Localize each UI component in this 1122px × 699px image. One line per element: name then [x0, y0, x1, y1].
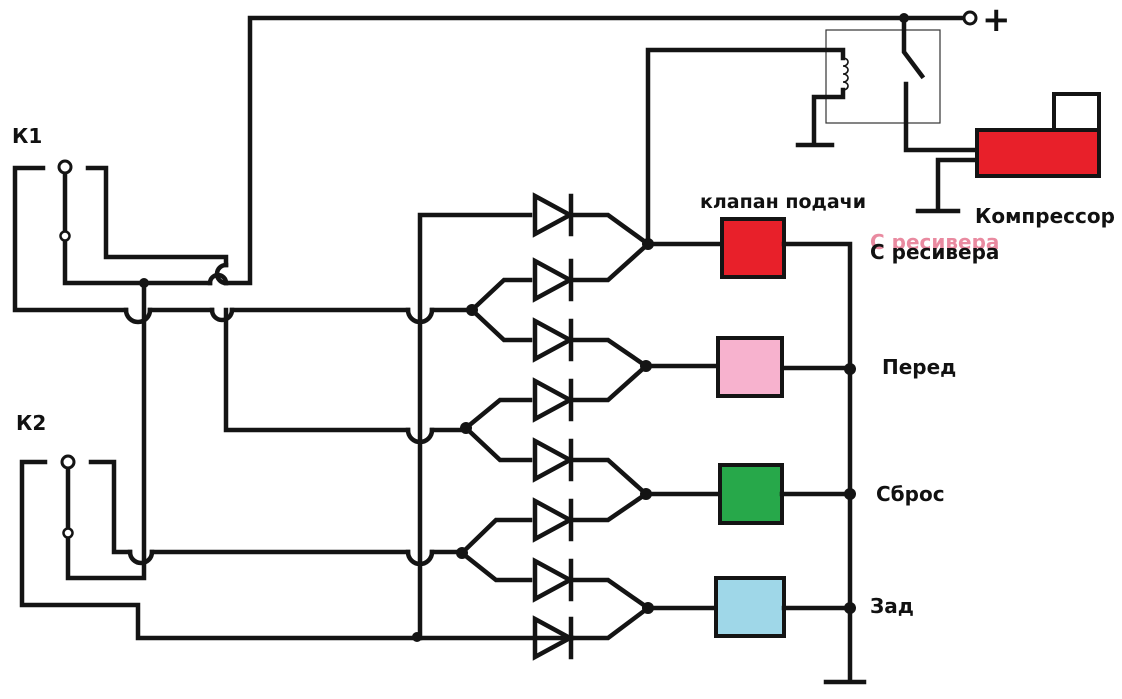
fork-1: [468, 277, 533, 343]
diode-icon: [532, 437, 575, 483]
compressor-top: [1052, 92, 1101, 132]
return-bus: [779, 241, 867, 685]
junction: [640, 360, 652, 372]
diode-icon: [532, 377, 575, 423]
diode-icon: [532, 257, 575, 303]
valve-reset: [718, 463, 784, 525]
wire-hop: [123, 307, 153, 325]
diode-icon: [532, 497, 575, 543]
merge-supply: [568, 212, 725, 283]
front-label: Перед: [882, 355, 956, 379]
from-receiver-label: С ресивера: [870, 240, 999, 264]
toggle-switch-icon: [60, 454, 76, 470]
diode-icon: [532, 317, 575, 363]
k2-left-wire: [19, 459, 575, 641]
diode-icon: [532, 557, 575, 603]
junction: [844, 602, 856, 614]
relay-coil-wire: [645, 47, 846, 247]
k1-left-wire: [12, 165, 475, 313]
compressor-label: Компрессор: [975, 204, 1115, 228]
plus-label: +: [982, 0, 1011, 40]
valve-supply: [720, 217, 786, 279]
compressor-body: [975, 128, 1101, 178]
k1-mid-down-wire: [223, 307, 469, 433]
compressor-ground: [915, 157, 979, 214]
k1-pivot: [59, 230, 71, 242]
relay-coil-icon: [842, 57, 849, 91]
wire-hop: [209, 307, 235, 323]
junction: [456, 547, 468, 559]
junction: [844, 488, 856, 500]
k2-label: К2: [16, 411, 46, 435]
rear-label: Зад: [870, 594, 914, 618]
common-bus: [417, 212, 533, 641]
junction: [139, 278, 149, 288]
junction: [640, 488, 652, 500]
power-line: [223, 15, 969, 286]
diode-icon: [532, 192, 575, 238]
k2-right-wire: [88, 459, 465, 555]
junction: [844, 363, 856, 375]
junction: [466, 304, 478, 316]
fork-3: [458, 517, 533, 583]
wire-hop: [214, 262, 229, 286]
junction: [460, 422, 472, 434]
terminal-icon: [962, 10, 978, 26]
merge-rear: [568, 577, 719, 641]
k1-mid-wire: [62, 171, 213, 286]
valve-rear: [714, 576, 786, 638]
merge-front: [568, 337, 721, 403]
k2-mid-wire: [65, 280, 147, 581]
valve-supply-label: клапан подачи: [700, 191, 866, 213]
k1-label: К1: [12, 124, 42, 148]
toggle-switch-icon: [57, 159, 73, 175]
k1-right-wire: [85, 165, 229, 268]
junction: [642, 602, 654, 614]
junction: [412, 632, 422, 642]
watermark-text: С ресивера: [870, 230, 999, 254]
valve-front: [716, 336, 784, 398]
relay-switch-icon: [901, 15, 979, 153]
reset-label: Сброс: [876, 482, 945, 506]
wire-hop: [127, 549, 155, 566]
fork-2: [462, 397, 533, 463]
merge-reset: [568, 457, 723, 523]
relay-box: [825, 29, 941, 124]
junction: [642, 238, 654, 250]
k2-pivot: [62, 527, 74, 539]
